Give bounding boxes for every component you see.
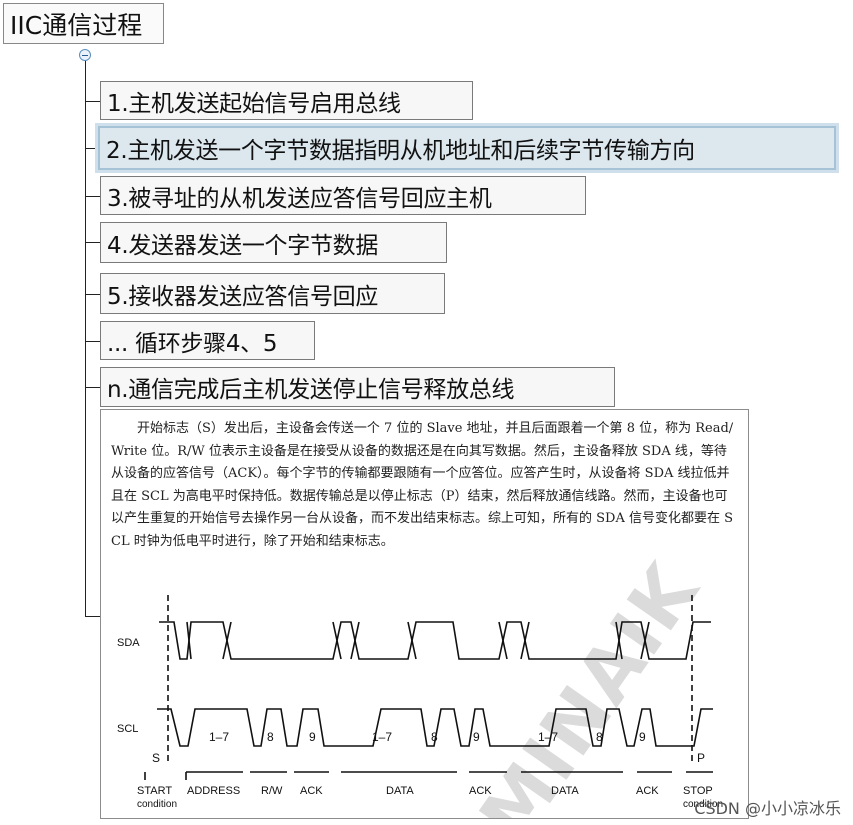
- pulse-label-6: 9: [473, 730, 480, 744]
- step-node-1[interactable]: 1.主机发送起始信号启用总线: [100, 81, 473, 120]
- pulse-label-5: 8: [431, 730, 438, 744]
- embedded-image[interactable]: MINAIK 开始标志（S）发出后，主设备会传送一个 7 位的 Slave 地址…: [100, 409, 749, 819]
- step-label-5: 5.接收器发送应答信号回应: [107, 283, 379, 310]
- root-topic-title: IIC通信过程: [10, 10, 143, 40]
- step-node-7[interactable]: n.通信完成后主机发送停止信号释放总线: [100, 367, 615, 407]
- bottom-brackets: [144, 771, 713, 780]
- label-stop-condition: condition: [683, 799, 723, 810]
- label-ack-1: ACK: [300, 785, 323, 797]
- branch-line-6: [85, 341, 100, 342]
- scl-waveform: [157, 708, 713, 747]
- branch-line-2: [85, 148, 98, 149]
- step-node-6[interactable]: ... 循环步骤4、5: [100, 321, 315, 360]
- label-start: START: [137, 785, 172, 797]
- step-label-3: 3.被寻址的从机发送应答信号回应主机: [107, 185, 492, 212]
- label-stop: STOP: [683, 785, 713, 797]
- label-rw: R/W: [261, 785, 283, 797]
- timing-diagram: SDA SCL S P 1–7 8 9 1–7 8 9 1–7 8 9 STAR…: [117, 595, 723, 810]
- step-label-4: 4.发送器发送一个字节数据: [107, 232, 379, 259]
- step-label-2: 2.主机发送一个字节数据指明从机地址和后续字节传输方向: [106, 138, 695, 164]
- source-credit: CSDN @小小凉冰乐: [694, 799, 841, 818]
- step-node-3[interactable]: 3.被寻址的从机发送应答信号回应主机: [100, 176, 586, 215]
- sda-waveform-alt: [186, 621, 650, 660]
- branch-line-3: [85, 196, 100, 197]
- label-address: ADDRESS: [187, 785, 240, 797]
- pulse-label-1: 1–7: [209, 730, 229, 744]
- step-label-1: 1.主机发送起始信号启用总线: [107, 90, 401, 117]
- pulse-label-8: 8: [596, 730, 603, 744]
- tree-trunk-line: [85, 59, 86, 617]
- branch-line-1: [85, 101, 100, 102]
- pulse-label-2: 8: [267, 730, 274, 744]
- pulse-label-3: 9: [309, 730, 316, 744]
- pulse-label-7: 1–7: [538, 730, 558, 744]
- branch-line-4: [85, 242, 100, 243]
- step-label-7: n.通信完成后主机发送停止信号释放总线: [107, 377, 515, 403]
- step-node-4[interactable]: 4.发送器发送一个字节数据: [100, 222, 447, 263]
- pulse-label-9: 9: [639, 730, 646, 744]
- description-paragraph: 开始标志（S）发出后，主设备会传送一个 7 位的 Slave 地址，并且后面跟着…: [111, 421, 734, 549]
- label-ack-3: ACK: [636, 785, 659, 797]
- root-topic-node[interactable]: IIC通信过程: [3, 3, 164, 44]
- step-label-6: ... 循环步骤4、5: [107, 330, 278, 357]
- label-data-1: DATA: [386, 785, 414, 797]
- label-data-2: DATA: [551, 785, 579, 797]
- branch-line-5: [85, 294, 100, 295]
- scl-label: SCL: [117, 723, 138, 735]
- s-label: S: [152, 751, 160, 765]
- step-node-5[interactable]: 5.接收器发送应答信号回应: [100, 273, 445, 314]
- branch-line-7: [85, 387, 100, 388]
- pulse-label-4: 1–7: [372, 730, 392, 744]
- step-node-2[interactable]: 2.主机发送一个字节数据指明从机地址和后续字节传输方向: [98, 126, 836, 170]
- label-start-condition: condition: [137, 799, 177, 810]
- sda-waveform: [159, 621, 711, 660]
- label-ack-2: ACK: [469, 785, 492, 797]
- p-label: P: [697, 751, 705, 765]
- collapse-toggle-icon[interactable]: [79, 49, 91, 61]
- branch-line-image: [85, 616, 100, 617]
- sda-label: SDA: [117, 637, 140, 649]
